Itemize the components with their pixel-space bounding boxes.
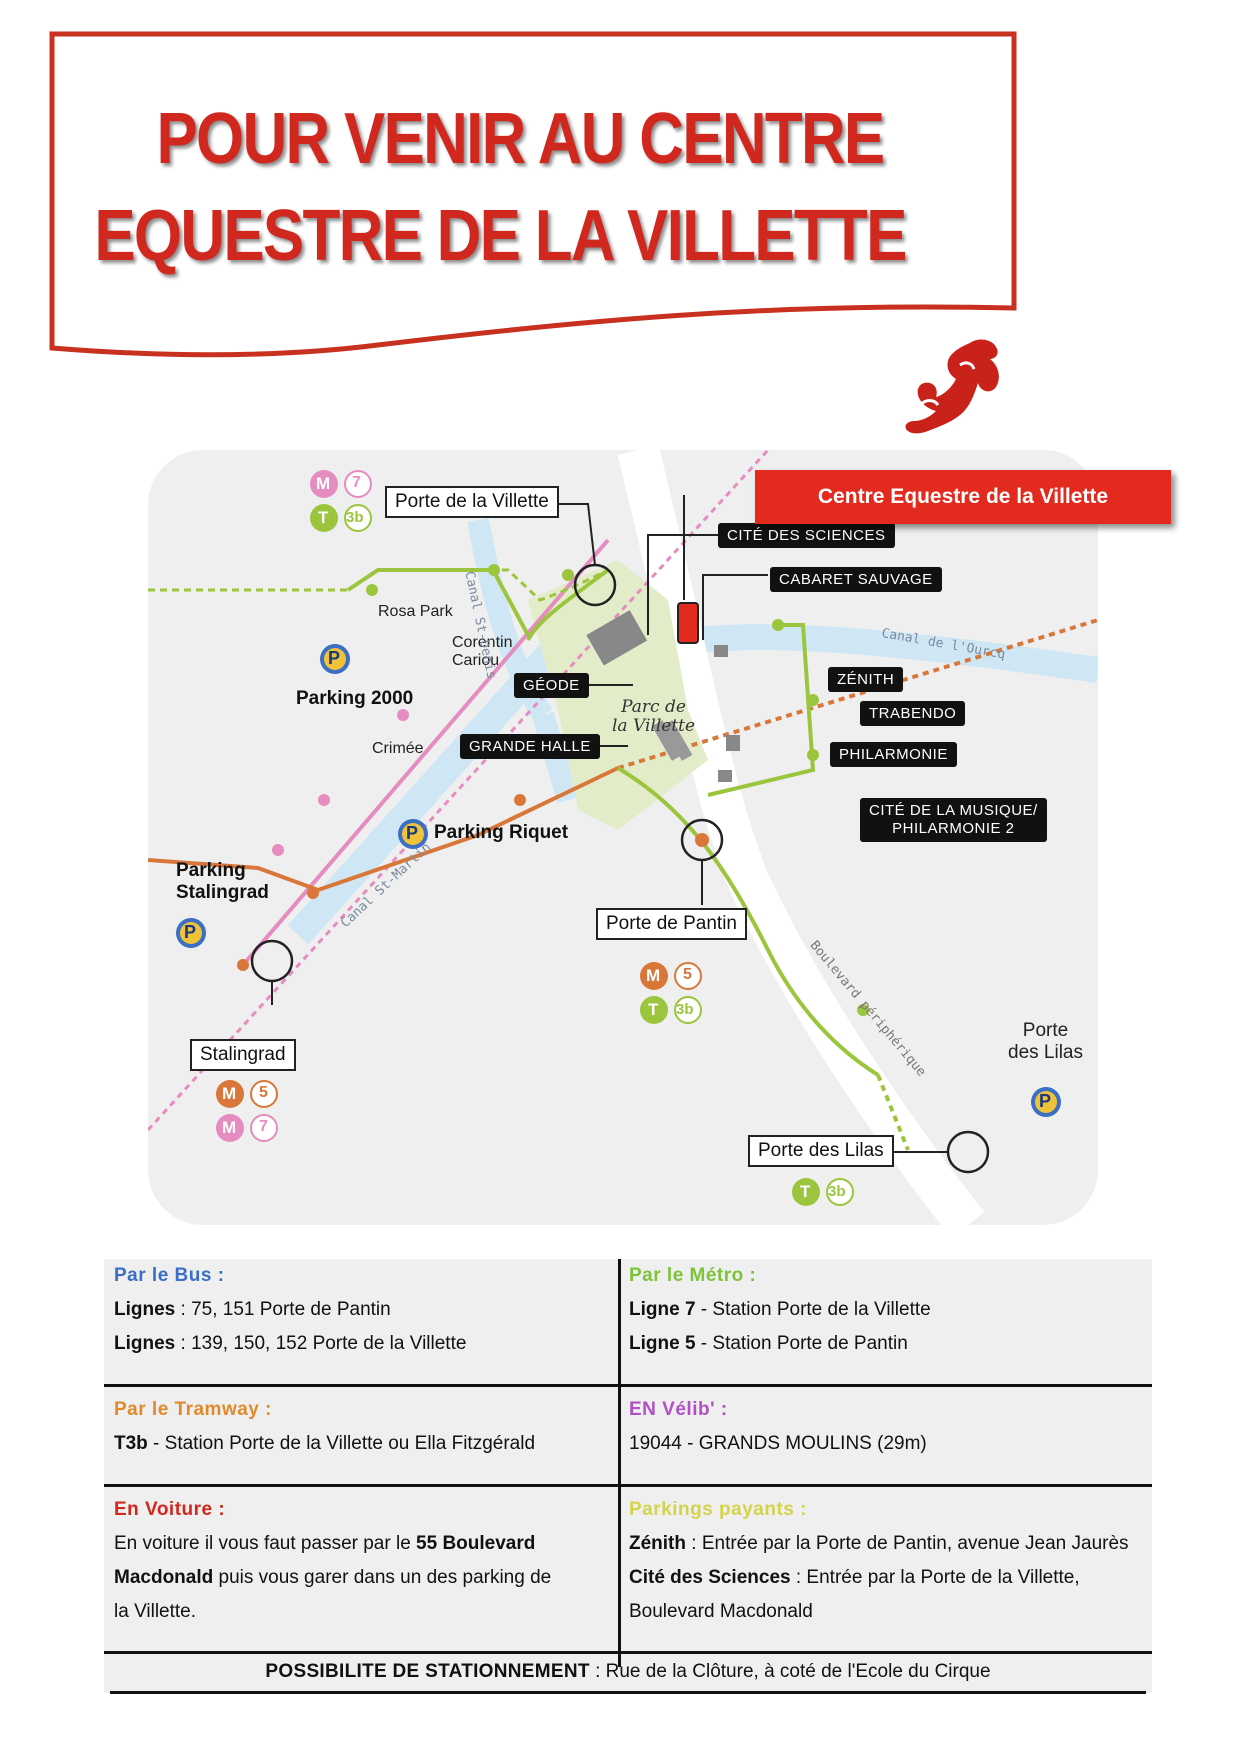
title-banner — [48, 30, 1018, 375]
parking-icon — [1031, 1087, 1061, 1117]
stop-rosa-park: Rosa Park — [378, 603, 453, 620]
place-cabaret-sauvage: CABARET SAUVAGE — [770, 567, 942, 592]
place-geode: GÉODE — [514, 673, 589, 698]
stop-crimee: Crimée — [372, 740, 424, 757]
station-stalingrad: Stalingrad — [190, 1039, 296, 1071]
place-zenith: ZÉNITH — [828, 667, 904, 692]
place-philharmonie: PHILARMONIE — [830, 742, 957, 767]
place-cite-musique: CITÉ DE LA MUSIQUE/ PHILARMONIE 2 — [860, 798, 1047, 842]
parking-2000-label: Parking 2000 — [296, 688, 414, 709]
place-grande-halle: GRANDE HALLE — [460, 734, 600, 759]
metro-section: Par le Métro : Ligne 7 - Station Porte d… — [629, 1265, 931, 1354]
station-porte-lilas: Porte des Lilas — [748, 1135, 894, 1167]
parking-icon — [398, 819, 428, 849]
parc-villette-label: Parc de la Villette — [612, 697, 696, 736]
centre-equestre-label: Centre Equestre de la Villette — [755, 470, 1171, 524]
stalingrad-badges — [216, 1080, 278, 1142]
bus-section: Par le Bus : Lignes : 75, 151 Porte de P… — [114, 1265, 467, 1354]
page-title-line1: POUR VENIR AU CENTRE — [156, 99, 885, 179]
parking-icon — [176, 918, 206, 948]
tram-section: Par le Tramway : T3b - Station Porte de … — [114, 1399, 536, 1454]
parking-stalingrad-label: Parking Stalingrad — [176, 860, 269, 903]
info-table: Par le Bus : Lignes : 75, 151 Porte de P… — [104, 1259, 1152, 1694]
tram-icon: T — [318, 508, 329, 527]
station-porte-villette: Porte de la Villette — [385, 486, 559, 518]
access-map: M 7 T 3b M 5 T 3b M 5 M 7 T 3b P P P P P… — [148, 450, 1098, 1225]
parkings-section: Parkings payants : Zénith : Entrée par l… — [629, 1499, 1129, 1622]
station-porte-pantin: Porte de Pantin — [596, 908, 747, 940]
table-divider — [618, 1259, 621, 1667]
stop-corentin-cariou: Corentin Cariou — [452, 634, 513, 669]
place-trabendo: TRABENDO — [860, 701, 966, 726]
lilas-badges — [792, 1178, 854, 1206]
stop-porte-lilas: Porte des Lilas — [1008, 1020, 1083, 1063]
voiture-section: En Voiture : En voiture il vous faut pas… — [114, 1499, 552, 1622]
banner-frame — [49, 31, 1017, 358]
metro-icon: M — [316, 474, 331, 493]
villette-badges — [310, 470, 372, 532]
place-cite-sciences: CITÉ DES SCIENCES — [718, 523, 895, 548]
page-title-line2: EQUESTRE DE LA VILLETTE — [94, 196, 907, 276]
pantin-badges — [640, 962, 702, 1024]
velib-section: EN Vélib' : 19044 - GRANDS MOULINS (29m) — [629, 1399, 927, 1454]
parking-riquet-label: Parking Riquet — [434, 822, 569, 843]
parking-icon — [320, 644, 350, 674]
horse-logo-icon — [905, 339, 999, 434]
parking-note: POSSIBILITE DE STATIONNEMENT : Rue de la… — [265, 1661, 991, 1682]
